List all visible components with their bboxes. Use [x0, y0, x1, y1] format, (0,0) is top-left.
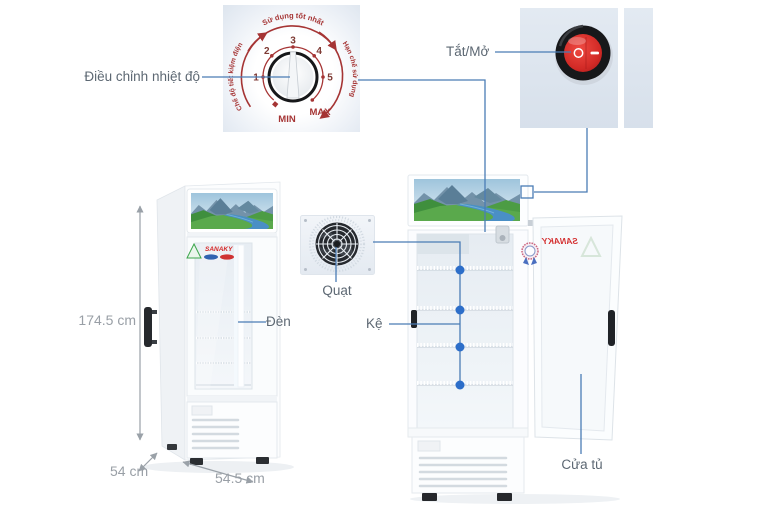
vent-slots: [418, 456, 508, 488]
cabinet-handle: [411, 310, 417, 328]
watermark-triangle-icon: [580, 235, 602, 257]
dimension-height: 174.5 cm: [78, 312, 136, 328]
dial-number-3: 3: [290, 36, 296, 47]
label-power-switch: Tắt/Mở: [446, 44, 490, 59]
dial-caption-right: Hạn chế sử dụng: [341, 40, 358, 97]
fridge-closed-view: SANAKY: [142, 181, 294, 473]
evaporator-recess: [417, 234, 469, 254]
spec-sticker: [417, 440, 441, 452]
label-shelves: Kệ: [366, 316, 383, 331]
thermostat-dial-icon: Sử dụng tốt nhất Chế độ tiết kiệm điện H…: [227, 11, 358, 125]
light-glow: [234, 245, 238, 387]
certification-triangle-icon: [186, 242, 202, 259]
dial-arc-right: [318, 31, 344, 119]
sticker-blue-badge: [204, 254, 218, 260]
dial-number-5: 5: [327, 73, 333, 84]
medal-icon: [521, 242, 539, 265]
door-handle: [608, 310, 615, 346]
brand-sticker: SANAKY: [205, 246, 233, 253]
dial-number-2: 2: [264, 46, 270, 57]
label-fan: Quạt: [322, 283, 352, 298]
dial-min-label: MIN: [278, 114, 296, 125]
fridge-foot: [190, 458, 203, 465]
dial-arc-left: [240, 32, 268, 108]
dial-number-1: 1: [253, 73, 259, 84]
fridge-side-panel: [156, 185, 186, 461]
fridge-foot: [256, 457, 269, 464]
spec-sticker: [191, 405, 213, 416]
brand-mirrored: SANAKY: [541, 236, 578, 246]
vent-slots: [191, 418, 240, 450]
hinge-bracket: [528, 220, 536, 226]
sticker-red-badge: [220, 254, 234, 260]
landscape-image: [414, 179, 520, 221]
switch-on-symbol: [590, 51, 599, 55]
dial-knob: [267, 51, 319, 103]
dial-scale-dots: [261, 45, 325, 102]
label-temperature-control: Điều chỉnh nhiệt độ: [84, 69, 200, 84]
fan-icon: [300, 215, 375, 275]
fridge-foot: [422, 493, 437, 501]
switch-off-symbol: [573, 48, 584, 58]
landscape-image: [191, 193, 273, 229]
fridge-foot: [497, 493, 512, 501]
dimension-width: 54.5 cm: [215, 470, 265, 486]
switch-photo-panel-edge: [624, 8, 653, 128]
door-handle: [144, 307, 157, 347]
thermostat-dial-photo: Sử dụng tốt nhất Chế độ tiết kiệm điện H…: [223, 5, 360, 132]
open-door-inner: [540, 224, 614, 432]
fridge-open-view: SANAKY: [407, 174, 623, 504]
dial-min-tick: [272, 101, 279, 108]
fridge-foot: [167, 444, 177, 450]
label-door: Cửa tủ: [561, 457, 603, 472]
dial-number-4: 4: [316, 46, 322, 57]
light-tube: [237, 244, 245, 388]
fan-photo: [300, 215, 375, 275]
thermostat-box: [495, 225, 510, 244]
dimension-depth: 54 cm: [110, 463, 149, 479]
power-switch-icon: [555, 24, 613, 85]
dial-caption-top: Sử dụng tốt nhất: [261, 11, 326, 28]
cabinet-interior: [416, 233, 514, 429]
dial-max-label: MAX: [309, 107, 331, 118]
label-light: Đèn: [266, 314, 291, 329]
power-switch-photo: [520, 8, 653, 128]
